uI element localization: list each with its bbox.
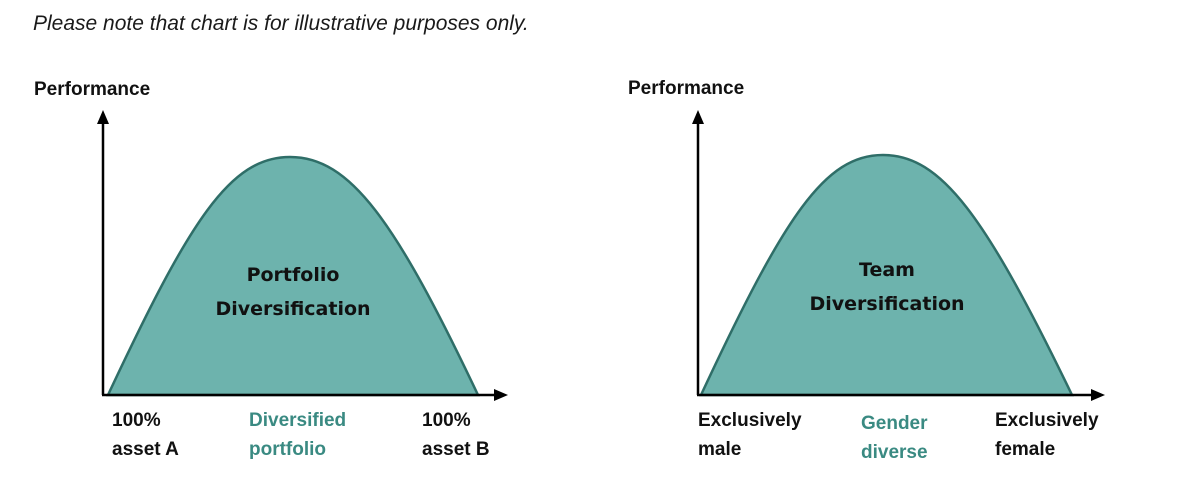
left-x-right-line2: asset B bbox=[422, 439, 490, 460]
left-curve-title-line1: Portfolio bbox=[246, 264, 340, 286]
portfolio-curve bbox=[106, 155, 480, 397]
team-curve bbox=[699, 153, 1074, 397]
right-x-mid-line1: Gender bbox=[861, 413, 928, 434]
left-x-left-line1: 100% bbox=[112, 410, 161, 431]
left-x-arrow-icon bbox=[494, 389, 508, 401]
right-curve-title-line1: Team bbox=[859, 259, 915, 281]
right-x-left-line2: male bbox=[698, 439, 742, 460]
right-x-arrow-icon bbox=[1091, 389, 1105, 401]
left-x-mid-line2: portfolio bbox=[249, 439, 327, 460]
right-x-left-line1: Exclusively bbox=[698, 410, 802, 431]
left-curve-title: Portfolio Diversification bbox=[193, 258, 393, 326]
left-x-right-label: 100% asset B bbox=[422, 406, 490, 464]
right-x-left-label: Exclusively male bbox=[698, 406, 802, 464]
left-y-arrow-icon bbox=[97, 110, 109, 124]
left-x-left-label: 100% asset A bbox=[112, 406, 179, 464]
right-x-mid-line2: diverse bbox=[861, 442, 928, 463]
left-x-left-line2: asset A bbox=[112, 439, 179, 460]
right-y-arrow-icon bbox=[692, 110, 704, 124]
disclaimer-note: Please note that chart is for illustrati… bbox=[33, 12, 529, 35]
right-curve-title: Team Diversification bbox=[787, 253, 987, 321]
left-x-mid-label: Diversified portfolio bbox=[249, 406, 346, 464]
right-x-right-line2: female bbox=[995, 439, 1056, 460]
left-x-right-line1: 100% bbox=[422, 410, 471, 431]
right-x-right-label: Exclusively female bbox=[995, 406, 1099, 464]
right-x-mid-label: Gender diverse bbox=[861, 409, 928, 467]
left-x-mid-line1: Diversified bbox=[249, 410, 347, 431]
right-curve-title-line2: Diversification bbox=[809, 293, 965, 315]
left-curve-title-line2: Diversification bbox=[215, 298, 371, 320]
right-y-axis-label: Performance bbox=[628, 78, 745, 99]
right-x-right-line1: Exclusively bbox=[995, 410, 1099, 431]
left-y-axis-label: Performance bbox=[34, 79, 151, 100]
